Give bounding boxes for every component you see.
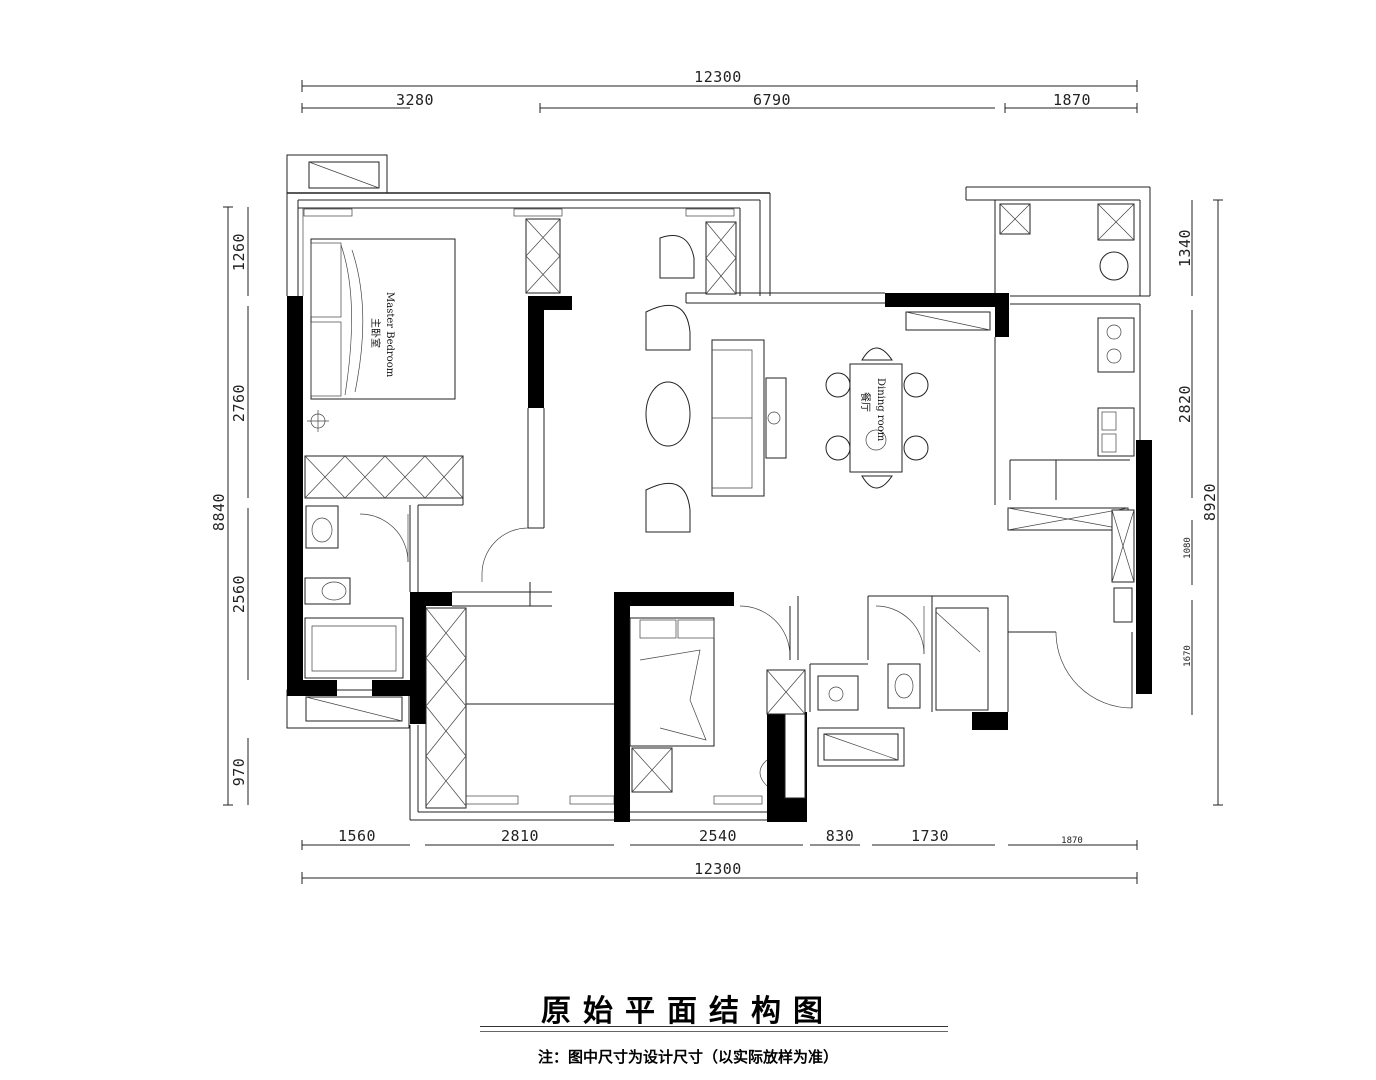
third-bedroom [629,596,806,799]
coffee-table [645,381,691,447]
master-bedroom-label-cn: 主卧室 [369,318,382,348]
dim-left-seg-1: 1260 [230,233,248,271]
master-bedroom-label-en: Master Bedroom [384,292,395,378]
dim-left-seg-3: 2560 [230,575,248,613]
dim-left-seg-2: 2760 [230,384,248,422]
dining-table [849,363,903,473]
second-bathroom [809,595,1009,712]
master-bedroom: 主卧室 Master Bedroom [302,208,561,607]
master-bathroom [304,505,409,679]
dim-bottom-seg-3: 2540 [699,827,737,845]
title-underline [480,1026,948,1027]
dim-right-seg-3: 1080 [1183,537,1193,559]
top-dimensions: 12300 3280 6790 1870 [301,68,1138,113]
chair [659,235,695,279]
outline-walls [286,154,1151,821]
bottom-dimensions: 1560 2810 2540 830 1730 1870 12300 [301,827,1138,884]
second-bed [629,617,715,747]
dim-left-seg-4: 970 [230,758,248,787]
dim-bottom-seg-4: 830 [826,827,855,845]
title-underline-2 [480,1031,948,1032]
kitchen [994,203,1135,623]
dim-right-seg-1: 1340 [1176,229,1194,267]
dining-label-cn: 餐厅 [859,392,872,412]
dim-bottom-seg-1: 1560 [338,827,376,845]
dining-area: 餐厅 Dining room [825,311,991,489]
living-area [645,221,787,533]
master-bed [310,238,456,400]
dim-top-seg-1: 3280 [396,91,434,109]
dim-top-seg-2: 6790 [753,91,791,109]
chair [645,304,691,351]
drawing-note: 注：图中尺寸为设计尺寸（以实际放样为准） [537,1048,838,1066]
dim-right-seg-2: 2820 [1176,385,1194,423]
dim-right-seg-4: 1670 [1183,645,1193,667]
dim-bottom-total: 12300 [694,860,742,878]
dim-top-seg-3: 1870 [1053,91,1091,109]
master-wardrobe [304,455,464,499]
drawing-title: 原始平面结构图 [541,994,835,1029]
right-dimensions: 8920 1340 2820 1080 1670 [1176,199,1223,806]
dim-bottom-seg-5: 1730 [911,827,949,845]
dim-right-total: 8920 [1201,483,1219,521]
entrance [1008,631,1133,709]
dining-label-en: Dining room [875,378,886,442]
second-bedroom [425,607,614,809]
dim-left-total: 8840 [210,493,228,531]
dim-bottom-seg-6: 1870 [1061,836,1083,846]
dim-bottom-seg-2: 2810 [501,827,539,845]
chair [645,482,691,533]
left-dimensions: 8840 1260 2760 2560 970 [210,206,249,806]
dim-top-total: 12300 [694,68,742,86]
